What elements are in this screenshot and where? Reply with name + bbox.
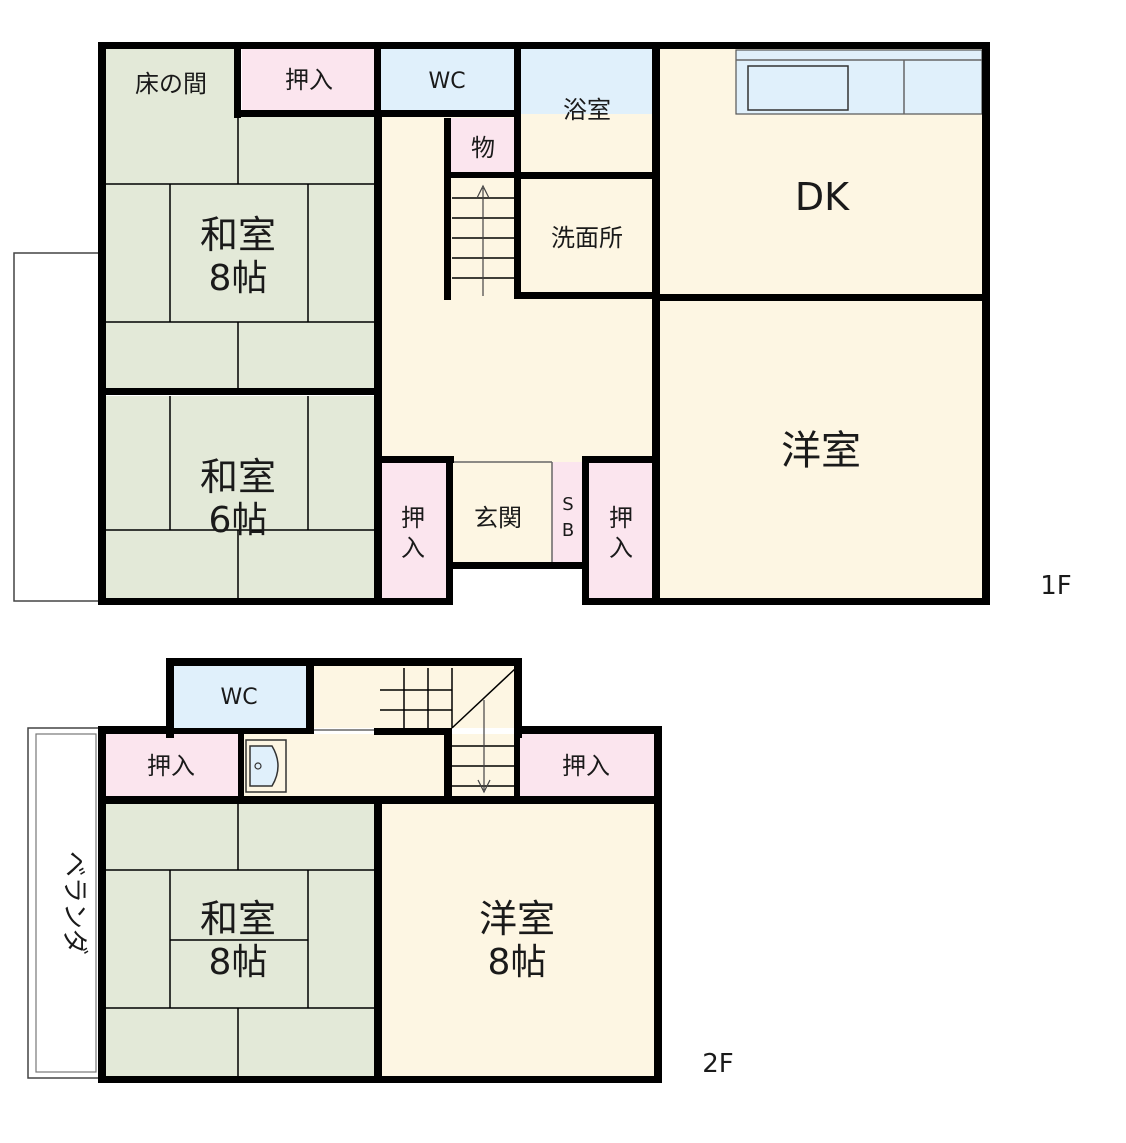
washitsu6-room (104, 396, 376, 598)
f1-wc-label: WC (428, 69, 465, 94)
f2-stairs (310, 667, 517, 794)
entrance-room (448, 462, 552, 564)
f2-wc-label: WC (220, 685, 257, 710)
f2-washitsu-name: 和室 (200, 897, 276, 941)
bath-label: 浴室 (563, 96, 611, 124)
washbasin-icon (245, 739, 287, 793)
f2-oshiire-right-label: 押入 (562, 752, 610, 780)
f1-walls (98, 42, 990, 605)
f1-oshiire-top-label: 押入 (285, 66, 333, 94)
veranda-label: ベランダ (59, 851, 89, 955)
veranda (27, 727, 101, 1079)
f2-youshitsu-name: 洋室 (479, 897, 555, 941)
f1-oshiire-left (380, 462, 448, 598)
washitsu8-size: 8帖 (209, 258, 268, 299)
f1-oshiire-right (588, 462, 656, 598)
f1-oshiire-left-label-2: 入 (401, 534, 425, 562)
f2-youshitsu-room (382, 804, 656, 1076)
f2-youshitsu-size: 8帖 (488, 942, 547, 983)
storage-room (448, 118, 514, 172)
washitsu6-name: 和室 (200, 455, 276, 499)
f2-tatami-lines (104, 804, 376, 1076)
f2-wc-room (174, 666, 306, 728)
tatami-lines-8 (104, 114, 376, 390)
washitsu8-name: 和室 (200, 213, 276, 257)
youshitsu-room (660, 298, 984, 598)
f1-balcony (13, 252, 101, 602)
f2-oshiire-left-label: 押入 (147, 752, 195, 780)
entrance-label: 玄関 (474, 504, 522, 532)
f1-oshiire-left-label-1: 押 (401, 504, 425, 532)
sb-label-2: B (562, 520, 574, 541)
floor2-plan: WC 押入 押入 和室 8帖 洋室 8帖 ベランダ 2F (27, 658, 734, 1083)
floor1-label: 1F (1040, 571, 1072, 601)
stairs-down-arrow-icon (477, 779, 491, 794)
tokonoma-label: 床の間 (135, 70, 207, 98)
sb-label-1: S (562, 494, 573, 515)
f2-upper-hall (312, 666, 518, 728)
floor2-label: 2F (702, 1049, 734, 1079)
f2-oshiire-right (520, 734, 656, 798)
washroom-label: 洗面所 (551, 224, 623, 252)
f1-oshiire-right-label-1: 押 (609, 504, 633, 532)
f1-wc-room (380, 48, 514, 110)
tokonoma-room (104, 48, 238, 114)
f1-stairs (452, 184, 514, 296)
floor1-plan: 床の間 押入 WC 浴室 物 洗面所 DK 和室 8帖 和室 6帖 洋室 玄関 … (13, 42, 1072, 605)
tatami-lines-6 (104, 396, 376, 598)
sink-icon (747, 65, 849, 111)
washitsu8-room (104, 114, 376, 390)
sb-room (552, 462, 584, 564)
washitsu6-size: 6帖 (209, 500, 268, 541)
youshitsu-label: 洋室 (781, 428, 861, 474)
f2-washitsu-size: 8帖 (209, 942, 268, 983)
f2-walls (98, 658, 662, 1083)
f2-oshiire-left (104, 734, 240, 798)
storage-label: 物 (471, 134, 495, 162)
dk-label: DK (795, 175, 850, 219)
f1-oshiire-top (242, 48, 376, 110)
f1-oshiire-right-label-2: 入 (609, 534, 633, 562)
stairs-up-arrow-icon (476, 184, 490, 199)
